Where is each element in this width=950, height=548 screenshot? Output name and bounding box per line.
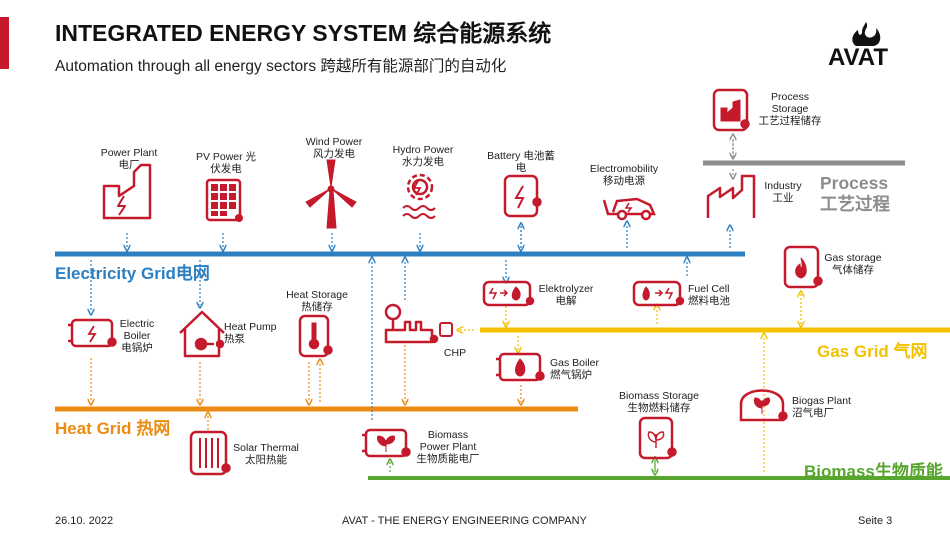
power-plant-icon: [102, 163, 152, 220]
page-title: INTEGRATED ENERGY SYSTEM 综合能源系统: [55, 20, 552, 46]
biomass-power-plant-icon: [362, 428, 411, 458]
logo-text: AVAT: [828, 44, 888, 71]
heat-grid-label: Heat Grid 热网: [55, 419, 171, 438]
footer-company: AVAT - THE ENERGY ENGINEERING COMPANY: [342, 515, 587, 527]
biogas-plant-icon: [739, 389, 788, 422]
electric-boiler-icon: [68, 318, 117, 348]
pv-panel-icon: [205, 178, 243, 222]
battery-icon: [503, 174, 542, 218]
pv-power-label: PV Power 光伏发电: [195, 151, 257, 175]
electricity-grid-label: Electricity Grid电网: [55, 264, 210, 283]
heat-storage-icon: [298, 314, 333, 358]
gas-boiler-icon: [496, 352, 545, 382]
footer-page: Seite 3: [858, 515, 893, 527]
process-storage-icon: [712, 88, 750, 132]
flame-icon: [852, 22, 881, 46]
solar-thermal-icon: [189, 430, 231, 476]
chp-connector-icon: [439, 322, 453, 337]
fuel-cell-icon: [632, 280, 685, 307]
chp-icon: [384, 303, 439, 344]
avat-logo: AVAT: [826, 18, 900, 72]
battery-label: Battery 电池蓄电: [487, 150, 555, 174]
wind-turbine-icon: [305, 159, 357, 229]
page-subtitle: Automation through all energy sectors 跨越…: [55, 58, 507, 75]
electrolyzer-icon: [482, 280, 535, 307]
process-label-en: Process: [820, 173, 889, 193]
hydro-icon: [402, 173, 436, 219]
biomass-storage-icon: [638, 416, 677, 460]
accent-bar: [0, 17, 9, 69]
footer-date: 26.10. 2022: [55, 515, 114, 527]
gas-grid-label: Gas Grid 气网: [817, 342, 928, 361]
process-label-cn: 工艺过程: [820, 194, 890, 214]
biomass-grid-label: Biomass生物质能: [804, 462, 943, 481]
process-label: Process 工艺过程: [820, 173, 890, 215]
industry-icon: [706, 174, 756, 218]
heat-pump-icon: [179, 310, 225, 358]
chp-label: CHP: [443, 347, 467, 359]
electric-car-icon: [602, 197, 656, 221]
gas-storage-icon: [783, 245, 823, 289]
